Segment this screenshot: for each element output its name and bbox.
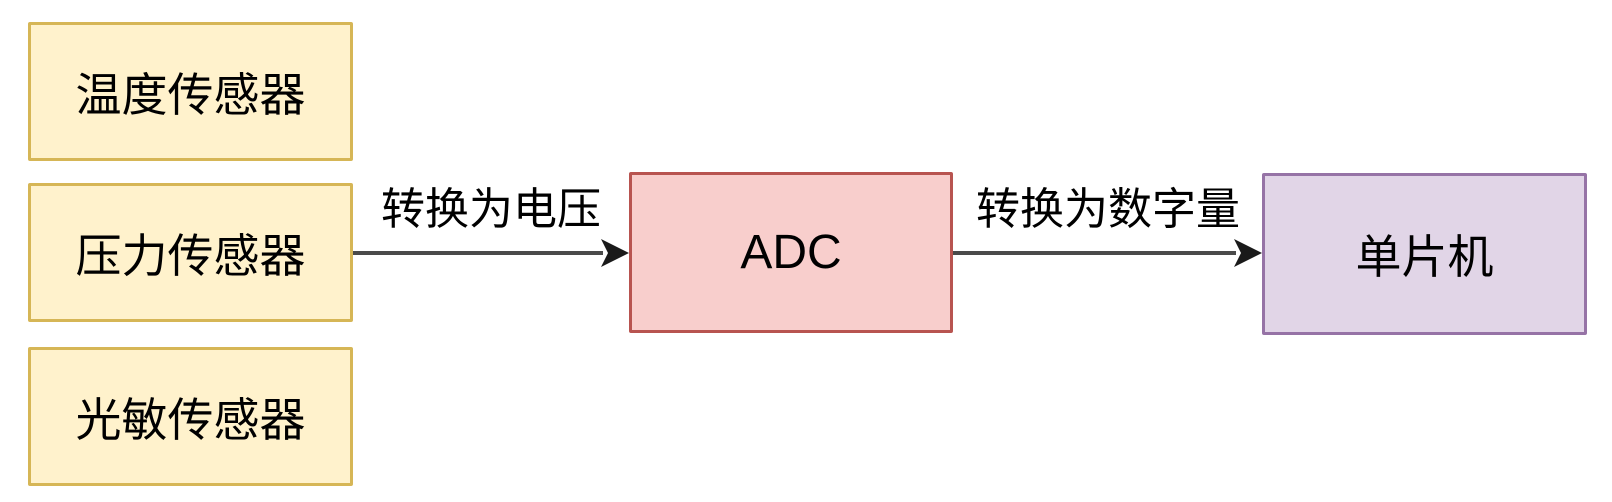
arrowhead-icon (1234, 239, 1262, 267)
mcu-box: 单片机 (1262, 173, 1587, 335)
arrowhead-icon (601, 239, 629, 267)
arrow-digital (953, 239, 1262, 267)
adc-box: ADC (629, 172, 953, 333)
sensor-box-pressure: 压力传感器 (28, 183, 353, 322)
sensor-label-temperature: 温度传感器 (75, 68, 306, 121)
arrow-label-voltage: 转换为电压 (381, 185, 601, 234)
sensor-box-temperature: 温度传感器 (28, 22, 353, 161)
arrow-label-digital: 转换为数字量 (976, 185, 1240, 234)
sensor-label-photosensitive: 光敏传感器 (75, 393, 306, 446)
sensor-label-pressure: 压力传感器 (75, 229, 306, 282)
mcu-label: 单片机 (1355, 231, 1494, 283)
sensor-box-photosensitive: 光敏传感器 (28, 347, 353, 486)
arrow-voltage (353, 239, 629, 267)
adc-label: ADC (740, 226, 842, 279)
